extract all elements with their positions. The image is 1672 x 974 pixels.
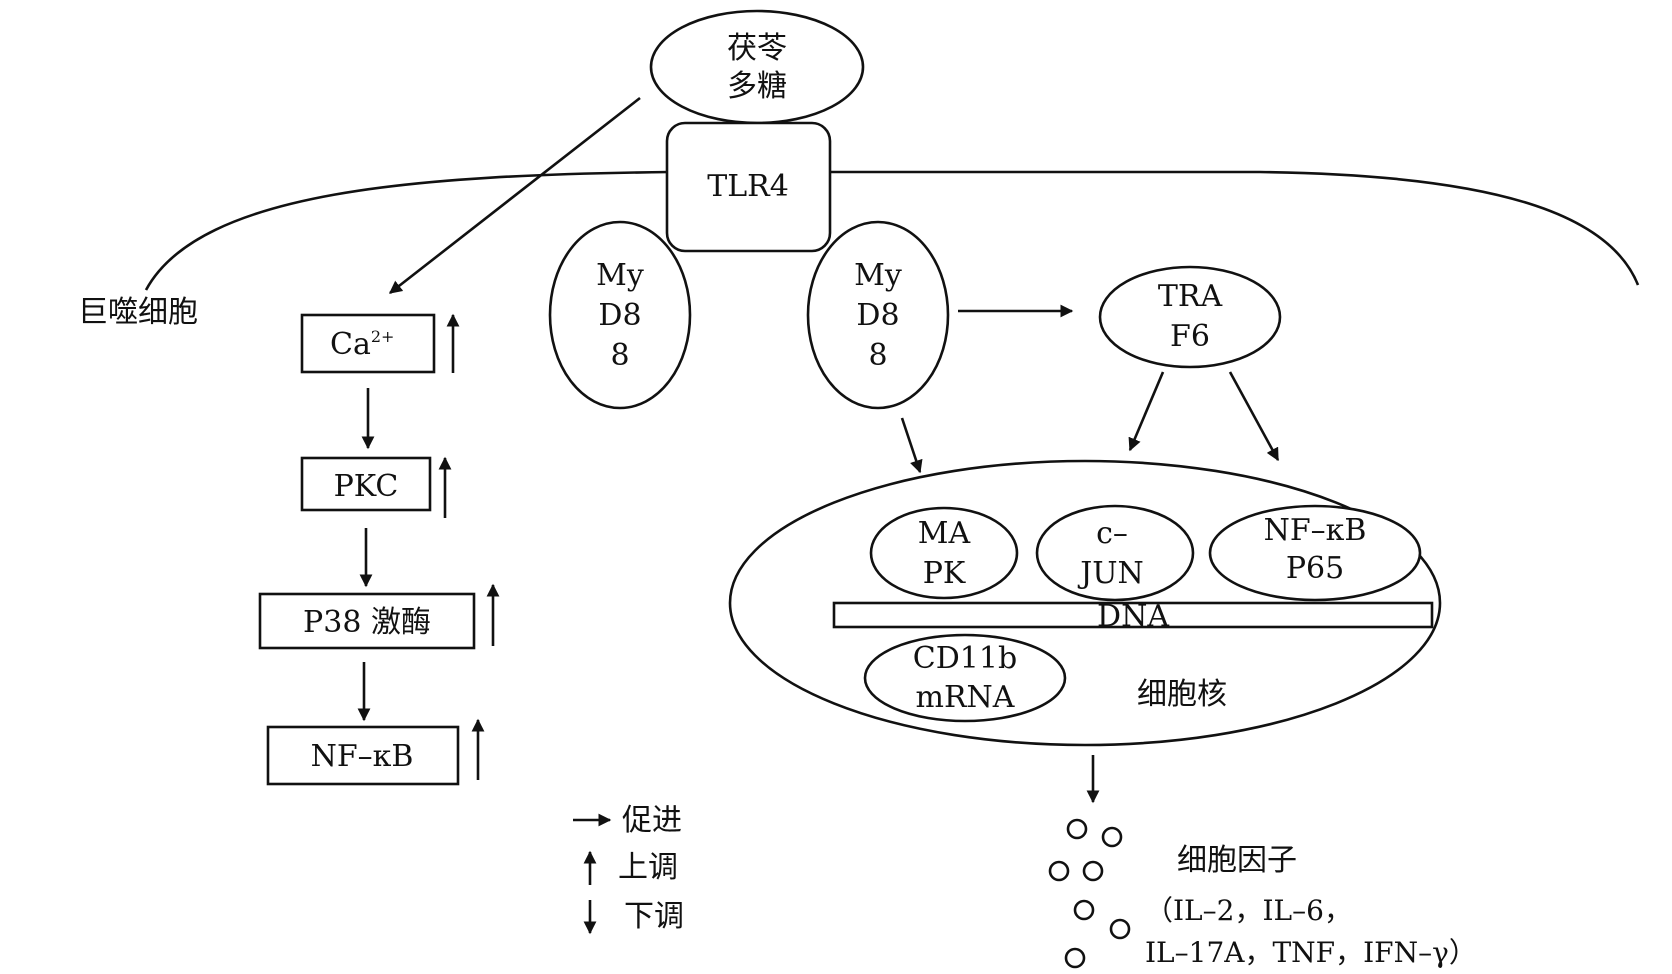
mapk-line1: MA: [918, 516, 971, 551]
cjun-node: c– JUN: [1035, 504, 1195, 602]
arrow-myd88-to-nucleus: [900, 417, 923, 474]
dna-strand: DNA: [832, 599, 1434, 634]
legend-down-label: 下调: [624, 899, 684, 934]
nfkb-p65-line1: NF–κB: [1264, 513, 1367, 548]
arrow-polysaccharide-to-ca: [388, 96, 641, 295]
cytokines-list-line2: IL–17A，TNF，IFN–γ）: [1145, 936, 1477, 969]
myd88-left-line2: D8: [598, 298, 641, 333]
polysaccharide-label-line2: 多糖: [727, 69, 787, 104]
nfkb-p65-line2: P65: [1286, 551, 1344, 586]
myd88-left-node: My D8 8: [548, 220, 692, 410]
arrow-traf6-to-nfkb: [1228, 371, 1280, 462]
cjun-line2: JUN: [1077, 556, 1144, 591]
legend-up-label: 上调: [618, 850, 678, 885]
dna-label: DNA: [1097, 599, 1169, 634]
myd88-right-node: My D8 8: [806, 220, 950, 410]
myd88-right-line2: D8: [856, 298, 899, 333]
cd11b-node: CD11b mRNA: [863, 633, 1067, 723]
myd88-left-line3: 8: [610, 338, 629, 373]
tlr4-label: TLR4: [707, 169, 789, 204]
p38-node: P38 激酶: [258, 592, 476, 650]
ca-label: Ca2+: [330, 327, 394, 362]
myd88-left-line1: My: [596, 258, 644, 293]
cjun-line1: c–: [1096, 516, 1128, 551]
traf6-line2: F6: [1170, 319, 1210, 354]
legend-promote-label: 促进: [622, 803, 682, 838]
cytokines-list-line1: （IL–2，IL–6，: [1145, 894, 1352, 927]
myd88-right-line1: My: [854, 258, 902, 293]
myd88-right-line3: 8: [868, 338, 887, 373]
ca-node: Ca2+: [300, 313, 436, 374]
cell-membrane: [144, 170, 1640, 291]
cytokine-dot: [1109, 918, 1131, 940]
mapk-node: MA PK: [869, 506, 1019, 600]
traf6-line1: TRA: [1158, 279, 1223, 314]
cytokine-dot: [1048, 860, 1070, 882]
cd11b-line2: mRNA: [916, 680, 1015, 715]
cytokines-label: 细胞因子: [1177, 843, 1297, 878]
nucleus-label: 细胞核: [1137, 677, 1227, 712]
ca-base: Ca: [330, 327, 371, 362]
p38-label: P38 激酶: [303, 605, 431, 640]
cd11b-line1: CD11b: [913, 641, 1017, 676]
tlr4-node: TLR4: [665, 121, 832, 253]
arrow-traf6-to-cjun: [1128, 371, 1165, 452]
cell-label: 巨噬细胞: [78, 295, 198, 330]
cytokine-dot: [1082, 860, 1104, 882]
mapk-line2: PK: [923, 556, 966, 591]
pkc-label: PKC: [334, 469, 399, 504]
cytokine-particles: [1048, 818, 1131, 969]
legend: 促进 上调 下调: [573, 803, 684, 935]
cytokine-dot: [1073, 899, 1095, 921]
cytokine-dot: [1101, 826, 1123, 848]
polysaccharide-label-line1: 茯苓: [727, 31, 787, 66]
nfkb-label: NF–κB: [311, 739, 414, 774]
traf6-node: TRA F6: [1098, 265, 1282, 369]
ca-superscript: 2+: [371, 327, 395, 346]
nucleus: 细胞核 MA PK c– JUN NF–κB P65 DNA CD11b mRN…: [728, 459, 1442, 747]
polysaccharide-node: 茯苓 多糖: [649, 9, 865, 125]
pkc-node: PKC: [300, 456, 432, 512]
cytokine-dot: [1064, 947, 1086, 969]
nfkb-p65-node: NF–κB P65: [1208, 504, 1422, 602]
cytokine-dot: [1066, 818, 1088, 840]
nfkb-node: NF–κB: [266, 725, 460, 786]
